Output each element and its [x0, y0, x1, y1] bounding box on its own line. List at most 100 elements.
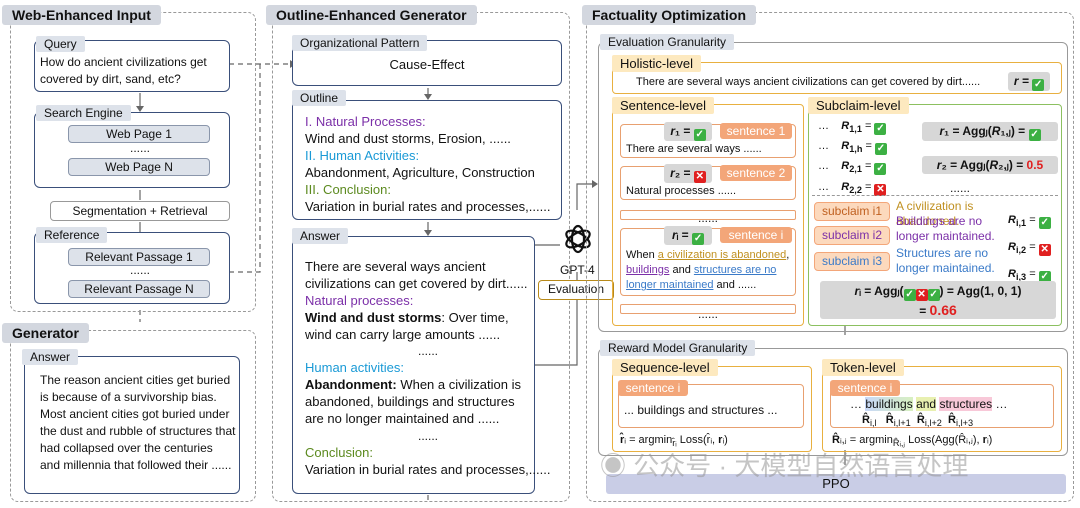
subclaim-i3-text: Structures are no longer maintained. — [896, 246, 995, 275]
holistic-label: Holistic-level — [612, 55, 701, 72]
cross-icon: ✕ — [1038, 244, 1051, 257]
answer-intro: There are several ways ancient civilizat… — [305, 259, 528, 291]
sentence-2-text: Natural processes ...... — [626, 185, 737, 197]
query-text: How do ancient civilizations get covered… — [40, 55, 207, 86]
ri-agg: rᵢ = Aggⱼ(✓✕✓) = Agg(1, 0, 1)= 0.66 — [820, 281, 1056, 319]
check-icon: ✓ — [1028, 129, 1041, 141]
sentence-1-pill: sentence 1 — [720, 123, 792, 139]
seq-sentence-text: ... buildings and structures ... — [624, 403, 778, 417]
check-icon: ✓ — [1038, 271, 1051, 284]
check-icon: ✓ — [692, 233, 705, 245]
outline-answer-label: Answer — [292, 228, 349, 244]
answer-ellipsis-1: ...... — [418, 344, 439, 358]
answer-natural-heading: Natural processes: — [305, 293, 414, 308]
reference-label: Reference — [36, 227, 108, 243]
cross-icon: ✕ — [874, 183, 887, 196]
answer-human-text: Abandonment: When a civilization is aban… — [305, 377, 521, 426]
check-icon: ✓ — [1032, 79, 1045, 91]
generator-answer-box — [24, 356, 240, 494]
holistic-box — [612, 62, 1062, 94]
evaluation-granularity-label: Evaluation Granularity — [600, 34, 735, 50]
segmentation-retrieval: Segmentation + Retrieval — [50, 201, 230, 221]
ri-subclaim-scores: Ri,1 = ✓ Ri,2 = ✕ Ri,3 = ✓ — [1008, 214, 1051, 284]
holistic-text: There are several ways ancient civilizat… — [636, 76, 981, 88]
subclaim-level-box — [808, 104, 1062, 326]
check-icon: ✓ — [874, 163, 887, 176]
answer-ellipsis-2: ...... — [418, 429, 439, 443]
check-icon: ✓ — [1038, 217, 1051, 229]
cross-icon: ✕ — [693, 171, 706, 183]
subclaim-ellipsis: ...... — [950, 181, 971, 195]
outline-label: Outline — [292, 90, 347, 106]
web-page-ellipsis: ...... — [130, 141, 151, 155]
check-icon: ✓ — [874, 143, 887, 156]
answer-conclusion-heading: Conclusion: — [305, 445, 373, 460]
r1-agg: r₁ = Aggⱼ(R₁,ⱼ) = ✓ — [922, 122, 1058, 141]
ppo-bar: PPO — [606, 474, 1066, 494]
subclaim-i1-text: A civilization is abandoned. — [896, 199, 974, 228]
sentence-level-label: Sentence-level — [612, 97, 714, 114]
query-label: Query — [36, 36, 85, 52]
passage-ellipsis: ...... — [130, 263, 151, 277]
seq-loss: r̂ᵢ = argminr̂ᵢ Loss(r̂ᵢ, rᵢ) — [620, 434, 728, 449]
outline-item-3-text: Variation in burial rates and processes,… — [305, 199, 551, 214]
answer-human-heading: Human activities: — [305, 360, 404, 375]
reward-granularity-box — [598, 348, 1068, 456]
wechat-icon: ◉ — [600, 451, 627, 481]
search-engine-label: Search Engine — [36, 105, 131, 121]
web-page-n: Web Page N — [68, 158, 210, 176]
seq-sentence-pill: sentence i — [618, 380, 688, 396]
outline-item-3: III. Conclusion: — [305, 182, 391, 197]
sentence-i-pill: sentence i — [720, 227, 792, 243]
tok-loss: R̂ᵢ,ⱼ = argminR̂ᵢ,ⱼ Loss(Agg(R̂ᵢ,ⱼ), rᵢ) — [832, 434, 993, 449]
sentence-1-text: There are several ways ...... — [626, 143, 762, 155]
factuality-panel — [586, 12, 1074, 502]
r1-score: r₁ = ✓ — [664, 122, 712, 141]
sentence-ellipsis: ...... — [698, 211, 719, 225]
reward-granularity-label: Reward Model Granularity — [600, 340, 756, 356]
subclaim-i1: subclaim i1 — [814, 202, 890, 221]
token-level-box — [822, 366, 1062, 452]
sentence-2-pill: sentence 2 — [720, 165, 792, 181]
sentence-placeholder-2 — [620, 304, 796, 314]
outline-item-1: I. Natural Processes: — [305, 114, 426, 129]
generator-panel — [10, 330, 256, 502]
outline-item-2-text: Abandonment, Agriculture, Construction — [305, 165, 535, 180]
check-icon: ✓ — [874, 123, 887, 135]
r1-subclaims: … R1,1 = ✓ … R1,h = ✓ … R2,1 = ✓ … R2,2 … — [818, 120, 887, 196]
openai-logo-icon — [565, 224, 591, 254]
subclaim-i2: subclaim i2 — [814, 226, 890, 245]
outline-generator-title: Outline-Enhanced Generator — [266, 5, 477, 25]
watermark: ◉ 公众号 · 大模型自然语言处理 — [600, 451, 969, 481]
evaluation-box: Evaluation — [538, 280, 614, 300]
outline-item-2: II. Human Activities: — [305, 148, 420, 163]
outline-box — [292, 100, 562, 220]
generator-title: Generator — [2, 323, 89, 343]
org-pattern-value: Cause-Effect — [389, 57, 465, 72]
r2-score: r₂ = ✕ — [664, 164, 712, 183]
subclaim-level-label: Subclaim-level — [808, 97, 909, 114]
tok-sentence-text: … buildings and structures … — [850, 397, 1008, 411]
tok-sentence-pill: sentence i — [830, 380, 900, 396]
outline-answer-box — [292, 236, 535, 494]
relevant-passage-n: Relevant Passage N — [68, 280, 210, 298]
evaluation-granularity-box — [598, 42, 1068, 332]
outline-item-1-text: Wind and dust storms, Erosion, ...... — [305, 131, 511, 146]
generator-answer-text: The reason ancient cities get buried is … — [40, 373, 236, 472]
subclaim-i3: subclaim i3 — [814, 252, 890, 271]
r2-agg: r₂ = Aggⱼ(R₂,ⱼ) = 0.5 — [922, 156, 1058, 174]
token-level-label: Token-level — [822, 359, 904, 376]
token-rewards: R̂i,l R̂i,l+1 R̂i,l+2 R̂i,l+3 — [862, 414, 974, 429]
check-icon: ✓ — [693, 129, 706, 141]
sequence-level-label: Sequence-level — [612, 359, 718, 376]
web-page-1: Web Page 1 — [68, 125, 210, 143]
generator-answer-label: Answer — [22, 349, 79, 365]
subclaim-i2-text: Buildings are no longer maintained. — [896, 214, 995, 243]
subclaim-divider — [812, 195, 1058, 196]
sentence-i-text: When a civilization is abandoned, buildi… — [626, 249, 790, 291]
org-pattern-label: Organizational Pattern — [292, 35, 428, 51]
answer-natural-text: Wind and dust storms: Over time, wind ca… — [305, 310, 509, 342]
answer-conclusion-text: Variation in burial rates and processes,… — [305, 462, 551, 477]
sentence-placeholder — [620, 210, 796, 220]
